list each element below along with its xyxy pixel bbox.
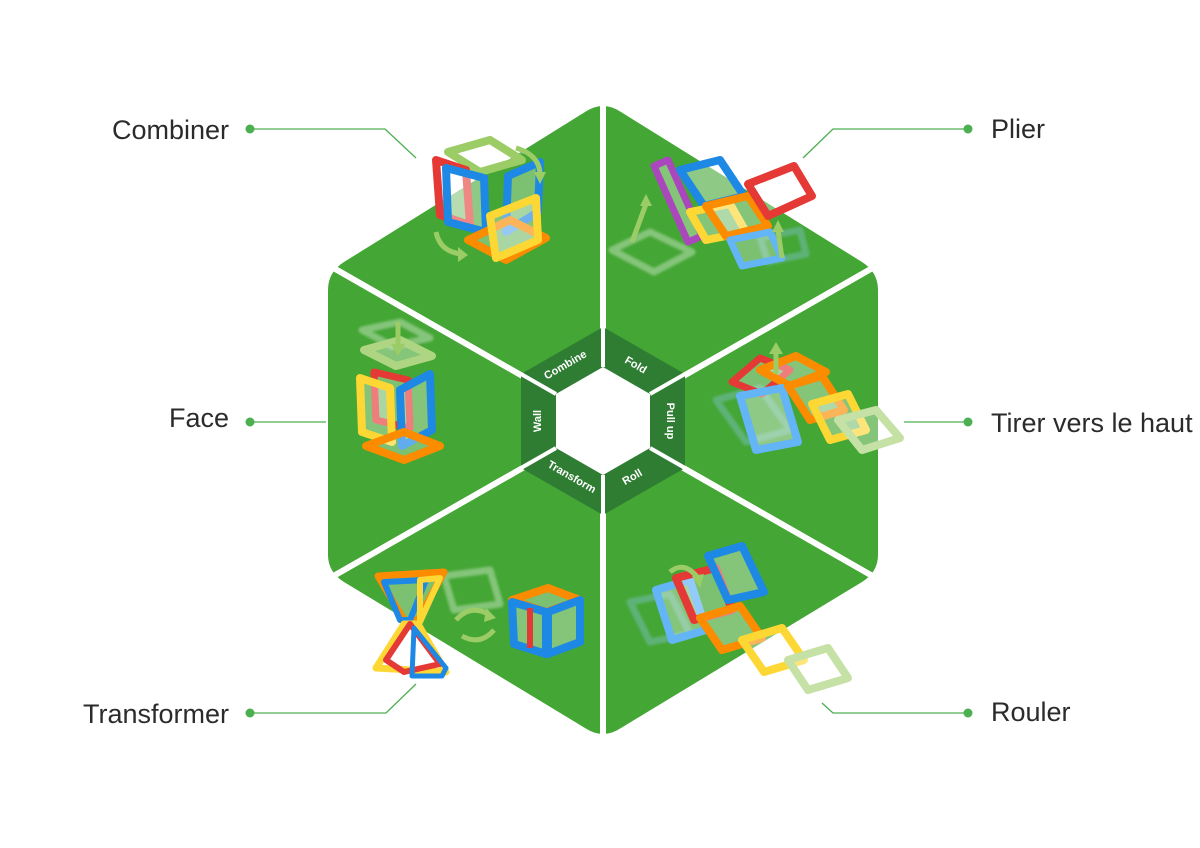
callout-plier: Plier [991,114,1046,144]
callout-rouler: Rouler [991,697,1071,727]
inner-hexagon-center [556,367,650,475]
magnetic-tiles-roll-icon [626,542,852,694]
inner-label-pullup: Pull up [664,403,676,440]
magnetic-cube-combine-icon [426,124,550,264]
hexagon-dividers [327,101,879,741]
callout-face: Face [168,403,229,433]
magnetic-cube-stack-icon [356,318,444,464]
magnetic-tiles-fold-icon [608,156,816,276]
leader-lines [250,128,968,714]
leader-dots [245,124,973,718]
callout-combiner: Combiner [111,115,229,145]
callout-tirer-vers-le-haut: Tirer vers le haut [991,410,1193,437]
magnetic-tiles-transform-icon [372,566,584,679]
callout-transformer: Transformer [82,699,229,729]
magnetic-tiles-pull-up-icon [712,342,904,454]
inner-label-wall: Wall [532,410,544,432]
inner-ring-dividers [520,327,686,515]
